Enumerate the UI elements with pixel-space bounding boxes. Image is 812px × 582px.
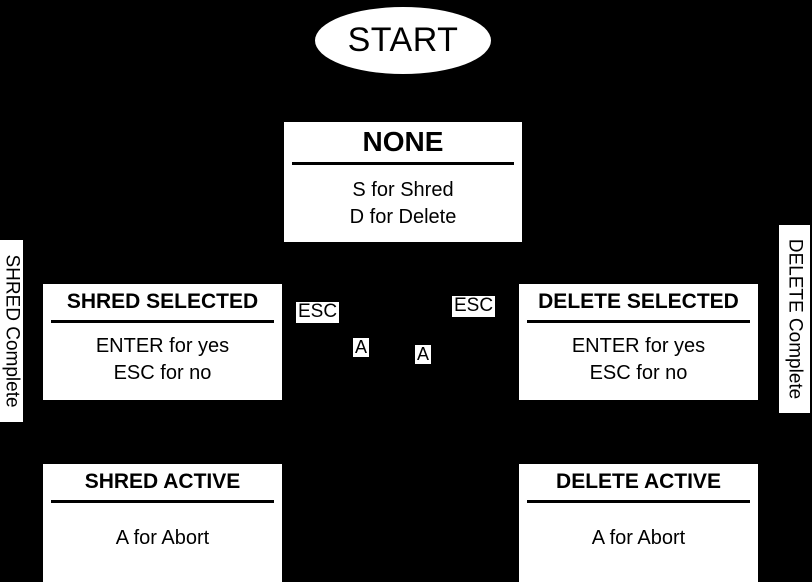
state-delete-active-body-line-1: A for Abort bbox=[591, 527, 686, 550]
state-shred-selected-body-line-2: ESC for no bbox=[113, 362, 212, 385]
state-node-none[interactable]: NONE S for Shred D for Delete bbox=[284, 122, 522, 242]
state-node-shred-active[interactable]: SHRED ACTIVE A for Abort bbox=[43, 464, 282, 582]
state-delete-selected-body-line-2: ESC for no bbox=[589, 362, 688, 385]
state-node-delete-active[interactable]: DELETE ACTIVE A for Abort bbox=[519, 464, 758, 582]
state-shred-selected-body-line-1: ENTER for yes bbox=[95, 335, 230, 358]
state-delete-selected-body-line-1: ENTER for yes bbox=[571, 335, 706, 358]
edge-label-shred-complete: SHRED Complete bbox=[0, 240, 23, 422]
state-delete-active-body: A for Abort bbox=[519, 503, 758, 560]
state-delete-selected-body: ENTER for yes ESC for no bbox=[519, 323, 758, 395]
state-shred-active-body-line-1: A for Abort bbox=[115, 527, 210, 550]
state-shred-active-title: SHRED ACTIVE bbox=[51, 464, 274, 504]
state-delete-selected-title: DELETE SELECTED bbox=[527, 284, 750, 324]
state-node-start[interactable]: START bbox=[315, 7, 491, 74]
state-node-delete-selected[interactable]: DELETE SELECTED ENTER for yes ESC for no bbox=[519, 284, 758, 400]
edge-label-delete-complete: DELETE Complete bbox=[779, 225, 810, 413]
edge-shred-active-abort-to-none bbox=[282, 360, 404, 521]
state-none-body-line-2: D for Delete bbox=[349, 206, 457, 229]
state-shred-selected-body: ENTER for yes ESC for no bbox=[43, 323, 282, 395]
edge-label-abort-shred: A bbox=[353, 337, 370, 358]
edge-label-esc-delete: ESC bbox=[452, 295, 496, 317]
state-none-body-line-1: S for Shred bbox=[352, 179, 454, 202]
state-delete-active-title: DELETE ACTIVE bbox=[527, 464, 750, 504]
start-node-label: START bbox=[347, 20, 459, 59]
edge-label-abort-delete: A bbox=[415, 344, 432, 365]
edge-label-esc-shred: ESC bbox=[296, 301, 340, 323]
edge-none-to-delete-selected bbox=[522, 181, 640, 284]
state-shred-active-body: A for Abort bbox=[43, 503, 282, 560]
edge-label-shred-complete-text: SHRED Complete bbox=[1, 254, 23, 408]
edge-label-delete-complete-text: DELETE Complete bbox=[784, 238, 806, 400]
state-none-body: S for Shred D for Delete bbox=[284, 165, 522, 239]
state-none-title: NONE bbox=[292, 122, 514, 166]
state-shred-selected-title: SHRED SELECTED bbox=[51, 284, 274, 324]
edge-none-to-shred-selected bbox=[162, 181, 284, 284]
state-node-shred-selected[interactable]: SHRED SELECTED ENTER for yes ESC for no bbox=[43, 284, 282, 400]
